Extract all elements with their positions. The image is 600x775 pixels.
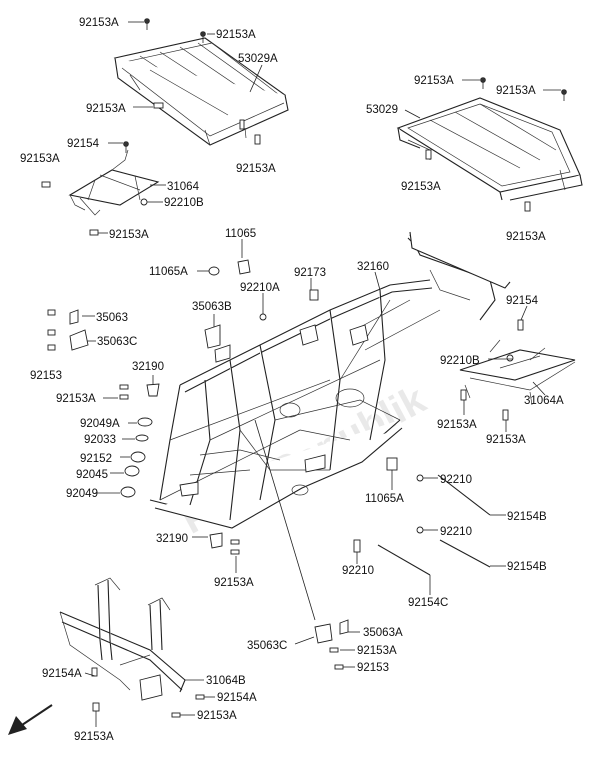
label-92210-1: 92210	[440, 474, 472, 486]
front-bumper	[59, 577, 186, 701]
label-92033: 92033	[84, 434, 116, 446]
label-92210B-1: 92210B	[164, 197, 204, 209]
label-35063C-2: 35063C	[247, 640, 287, 652]
label-92045: 92045	[76, 469, 108, 481]
label-92154A-2: 92154A	[217, 692, 257, 704]
label-53029: 53029	[366, 104, 398, 116]
label-92154C: 92154C	[408, 597, 448, 609]
label-92210B-2: 92210B	[440, 355, 480, 367]
label-35063B: 35063B	[192, 301, 232, 313]
label-92154A-1: 92154A	[42, 668, 82, 680]
label-92153A-16: 92153A	[197, 710, 237, 722]
label-11065: 11065	[225, 228, 256, 240]
label-92049: 92049	[66, 488, 98, 500]
label-92153A-6: 92153A	[236, 163, 276, 175]
label-92210-2: 92210	[440, 526, 472, 538]
label-92153A-8: 92153A	[401, 181, 441, 193]
label-92154-2: 92154	[506, 295, 539, 307]
front-carrier	[113, 37, 289, 146]
label-92152: 92152	[80, 453, 112, 465]
label-92153A-4: 92153A	[414, 75, 454, 87]
label-92153A-14: 92153A	[214, 577, 254, 589]
label-31064B: 31064B	[206, 675, 246, 687]
label-35063A: 35063A	[363, 627, 403, 639]
label-92153A-3: 92153A	[86, 103, 126, 115]
label-92153A-17: 92153A	[74, 731, 114, 743]
label-32160: 32160	[357, 261, 389, 273]
bracket-31064	[68, 149, 160, 216]
label-92210-3: 92210	[342, 565, 374, 577]
main-frame	[149, 231, 511, 529]
label-92173: 92173	[294, 267, 326, 279]
label-92154-1: 92154	[67, 138, 100, 150]
label-92153A-5: 92153A	[496, 85, 536, 97]
hardware	[41, 18, 567, 718]
label-92153A-7: 92153A	[20, 153, 60, 165]
label-32190-2: 32190	[156, 533, 188, 545]
label-92049A: 92049A	[80, 418, 120, 430]
label-53029A: 53029A	[238, 53, 278, 65]
label-31064A: 31064A	[524, 395, 564, 407]
label-92153A-9: 92153A	[109, 229, 149, 241]
rods	[377, 474, 491, 576]
label-92153A-12: 92153A	[437, 419, 477, 431]
label-92153A-15: 92153A	[357, 645, 397, 657]
bracket-31064A	[459, 339, 576, 406]
label-92153A-10: 92153A	[506, 231, 546, 243]
label-92210A: 92210A	[240, 282, 280, 294]
leader-lines	[82, 21, 561, 727]
label-92153-2: 92153	[357, 662, 389, 674]
label-92153A-11: 92153A	[56, 393, 96, 405]
label-32190-1: 32190	[132, 361, 164, 373]
label-35063: 35063	[96, 312, 128, 324]
part-labels: 92153A 92153A 53029A 92153A 92153A 92153…	[20, 17, 564, 743]
front-arrow-icon	[8, 704, 53, 735]
label-92154B-1: 92154B	[507, 511, 547, 523]
label-92153A-2: 92153A	[216, 29, 256, 41]
label-92153-1: 92153	[30, 370, 62, 382]
label-31064: 31064	[167, 181, 200, 193]
label-92153A-13: 92153A	[486, 434, 526, 446]
label-11065A-2: 11065A	[365, 493, 404, 505]
label-35063C-1: 35063C	[97, 336, 137, 348]
label-11065A-1: 11065A	[149, 266, 188, 278]
label-92154B-2: 92154B	[507, 561, 547, 573]
label-92153A-1: 92153A	[79, 17, 119, 29]
